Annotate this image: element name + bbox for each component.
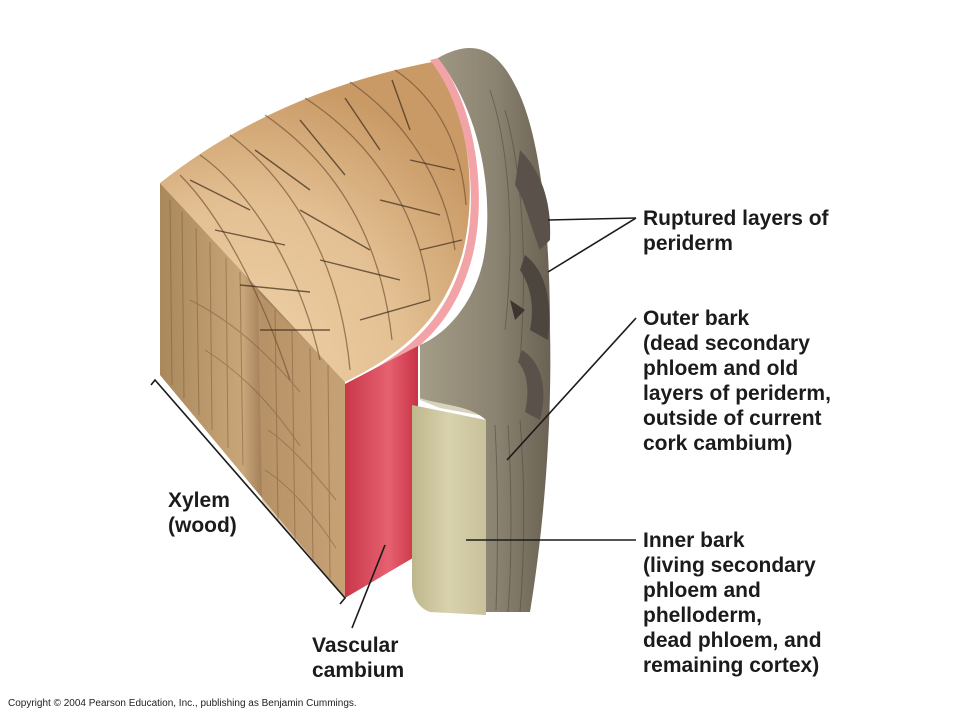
label-xylem: Xylem (wood) — [168, 489, 237, 537]
leader-ruptured-1 — [547, 217, 637, 221]
xylem-side-face — [160, 183, 345, 598]
label-ruptured-periderm: Ruptured layers of periderm — [643, 207, 829, 255]
leader-outer-bark — [506, 317, 637, 461]
label-vascular-cambium: Vascular cambium — [312, 634, 405, 682]
vascular-cambium-layer — [345, 58, 479, 598]
label-inner-bark: Inner bark (living secondary phloem and … — [643, 529, 822, 677]
leader-ruptured-2 — [547, 217, 637, 273]
xylem-cross-section — [160, 62, 470, 382]
copyright-notice: Copyright © 2004 Pearson Education, Inc.… — [8, 698, 357, 709]
xylem-bracket — [150, 378, 347, 605]
leader-vascular-cambium — [351, 544, 386, 629]
label-outer-bark: Outer bark (dead secondary phloem and ol… — [643, 307, 831, 455]
ruptured-periderm — [510, 150, 551, 420]
leader-lines — [351, 217, 637, 629]
